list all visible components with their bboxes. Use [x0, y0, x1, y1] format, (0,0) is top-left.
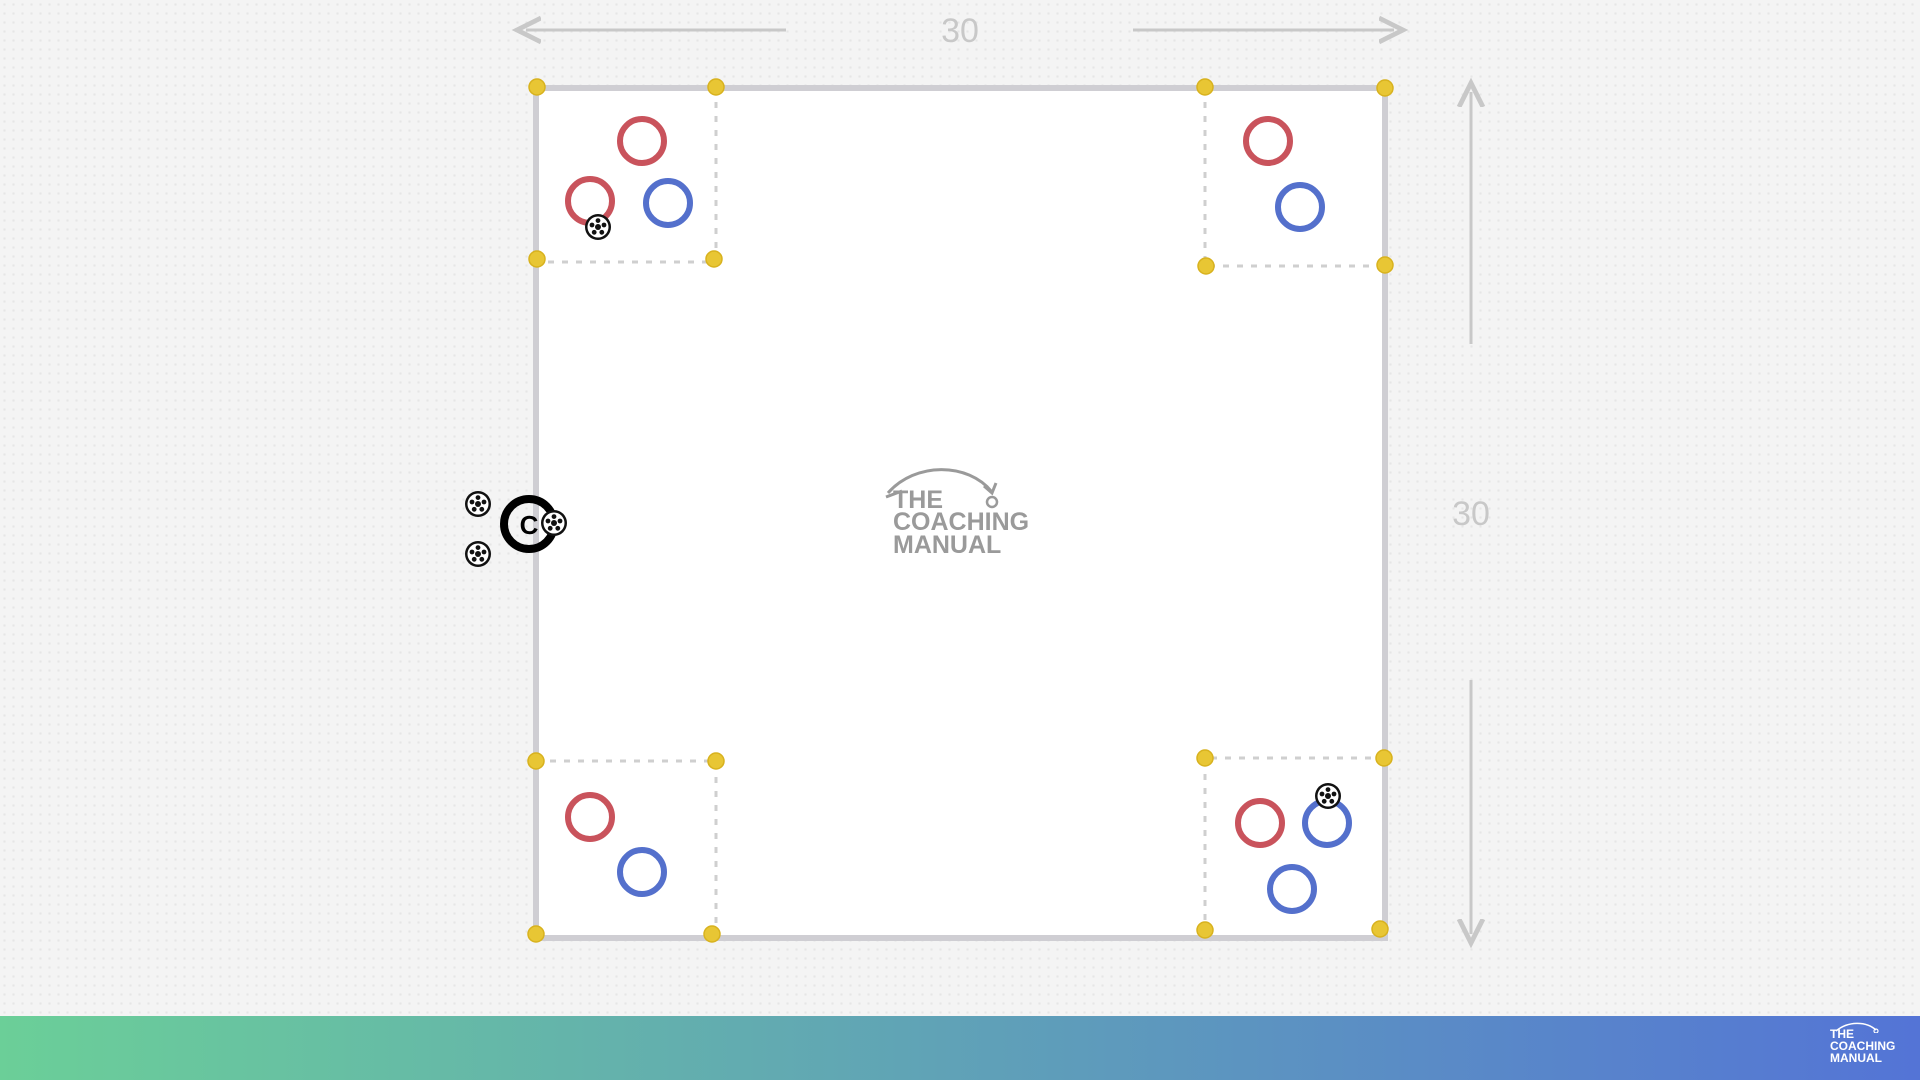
red-player-icon[interactable] [565, 792, 615, 842]
footer-logo-line-2: COACHING [1830, 1039, 1896, 1053]
footer-logo-line-3: MANUAL [1830, 1051, 1882, 1065]
cone-marker-icon [527, 752, 545, 770]
cone-marker-icon [705, 250, 723, 268]
watermark-line-1: THE [893, 486, 943, 514]
soccer-ball-icon[interactable] [465, 491, 491, 517]
soccer-ball-icon[interactable] [541, 510, 567, 536]
coaching-manual-watermark: THE COACHING MANUAL [885, 468, 1029, 559]
red-team-players [565, 116, 1293, 848]
soccer-ball-icon[interactable] [1315, 783, 1341, 809]
watermark-tick-icon [885, 489, 903, 499]
cone-marker-icon [707, 752, 725, 770]
cone-marker-icon [1376, 79, 1394, 97]
height-label: 30 [1452, 495, 1490, 533]
watermark-line-2: COACHING [893, 508, 1029, 536]
pitch-surface [536, 88, 1385, 938]
width-label: 30 [941, 12, 979, 50]
pitch-diagram: 30 30 THE COACHING MANUAL [465, 12, 1490, 1016]
red-player-icon[interactable] [1243, 116, 1293, 166]
footer-logo-arc-icon [1835, 1022, 1879, 1033]
cone-marker-icon [528, 78, 546, 96]
cone-marker-icon [1196, 921, 1214, 939]
blue-player-icon[interactable] [1267, 864, 1317, 914]
cone-marker-icon [1196, 749, 1214, 767]
watermark-arc-icon [886, 468, 994, 494]
soccer-ball-icon[interactable] [585, 214, 611, 240]
watermark-arrowhead-icon [983, 482, 998, 496]
coach-label: C [520, 510, 539, 540]
cone-marker-icon [1375, 749, 1393, 767]
footer-banner: THE COACHING MANUAL [0, 1016, 1920, 1080]
blue-player-icon[interactable] [617, 847, 667, 897]
height-dimension: 30 [1452, 92, 1490, 934]
cone-marker-icon [703, 925, 721, 943]
coaching-manual-logo-icon: THE COACHING MANUAL [1830, 1022, 1910, 1076]
cones [527, 78, 1394, 943]
cone-marker-icon [528, 250, 546, 268]
width-dimension: 30 [526, 12, 1394, 50]
soccer-ball-icon[interactable] [465, 541, 491, 567]
watermark-line-3: MANUAL [893, 531, 1001, 559]
cone-marker-icon [527, 925, 545, 943]
corner-zone-top-right [1203, 88, 1385, 268]
cone-marker-icon [1197, 257, 1215, 275]
cone-marker-icon [1371, 920, 1389, 938]
blue-player-icon[interactable] [1275, 182, 1325, 232]
cone-marker-icon [1196, 78, 1214, 96]
watermark-ball-icon [985, 495, 999, 509]
pitch-boundary [533, 85, 1388, 941]
cone-marker-icon [707, 78, 725, 96]
cone-marker-icon [1376, 256, 1394, 274]
red-player-icon[interactable] [617, 116, 667, 166]
red-player-icon[interactable] [1235, 798, 1285, 848]
corner-zone-bottom-right [1203, 756, 1385, 938]
blue-player-icon[interactable] [643, 178, 693, 228]
corner-zone-bottom-left [536, 759, 718, 938]
